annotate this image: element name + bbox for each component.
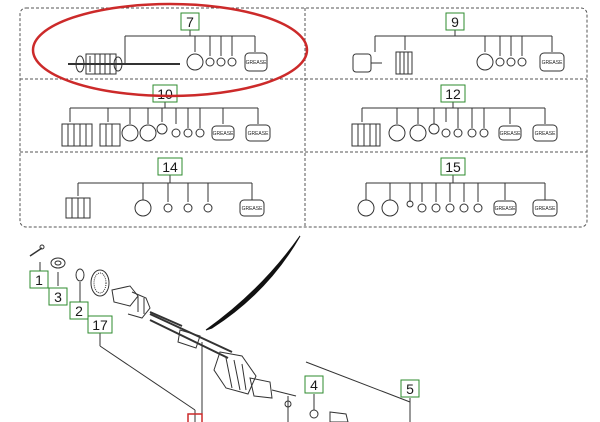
svg-text:17: 17 bbox=[92, 317, 108, 333]
svg-text:GREASE: GREASE bbox=[242, 206, 264, 212]
callout-15: 15 bbox=[440, 157, 466, 176]
svg-text:GREASE: GREASE bbox=[213, 131, 235, 137]
svg-text:15: 15 bbox=[445, 159, 461, 175]
svg-text:GREASE: GREASE bbox=[542, 60, 564, 66]
callout-2: 2 bbox=[69, 301, 89, 320]
svg-text:GREASE: GREASE bbox=[246, 60, 268, 66]
callout-14: 14 bbox=[157, 157, 183, 176]
svg-text:9: 9 bbox=[451, 14, 459, 30]
svg-text:GREASE: GREASE bbox=[248, 131, 270, 137]
svg-text:7: 7 bbox=[186, 14, 194, 30]
washer-icon bbox=[75, 268, 85, 282]
callout-3: 3 bbox=[48, 287, 68, 306]
callout-1: 1 bbox=[29, 270, 49, 289]
svg-text:GREASE: GREASE bbox=[495, 206, 517, 212]
boot-icon bbox=[61, 123, 93, 147]
joint-housing-icon bbox=[352, 53, 372, 73]
svg-text:4: 4 bbox=[310, 377, 318, 393]
svg-text:12: 12 bbox=[445, 86, 461, 102]
callout-5: 5 bbox=[400, 379, 420, 398]
abs-ring-icon bbox=[90, 269, 110, 297]
svg-text:1: 1 bbox=[35, 272, 43, 288]
drive-shaft-icon bbox=[68, 53, 180, 75]
shaft-assembly bbox=[29, 244, 411, 422]
outer-cv-joint-icon bbox=[111, 285, 183, 327]
inner-boot-icon bbox=[177, 329, 257, 395]
kit-panel-14: GREASE bbox=[65, 175, 265, 219]
grease-pack-icon: GREASE bbox=[539, 52, 565, 72]
svg-text:GREASE: GREASE bbox=[535, 131, 557, 137]
seal-ring-icon bbox=[186, 53, 204, 71]
callout-7: 7 bbox=[180, 12, 200, 31]
kit-panel-15: GREASE GREASE bbox=[357, 175, 558, 217]
highlight-callout-partial bbox=[187, 413, 203, 422]
svg-text:2: 2 bbox=[75, 303, 83, 319]
pointer-arrow bbox=[205, 235, 301, 331]
svg-text:10: 10 bbox=[157, 86, 173, 102]
assembly-callouts: 1 3 2 17 4 5 bbox=[29, 270, 420, 398]
kit-panel-12: GREASE GREASE bbox=[351, 102, 558, 147]
callout-12: 12 bbox=[440, 84, 466, 103]
callout-9: 9 bbox=[445, 12, 465, 31]
kit-panel-7: GREASE bbox=[68, 30, 268, 75]
svg-text:14: 14 bbox=[162, 159, 178, 175]
svg-text:5: 5 bbox=[406, 381, 414, 397]
cotter-pin-icon bbox=[29, 247, 43, 257]
svg-text:3: 3 bbox=[54, 289, 62, 305]
grease-pack-icon: GREASE bbox=[244, 52, 268, 72]
kit-panel-10: GREASE GREASE bbox=[61, 102, 271, 147]
svg-text:GREASE: GREASE bbox=[535, 206, 557, 212]
callout-10: 10 bbox=[152, 84, 178, 103]
callout-17: 17 bbox=[87, 315, 113, 334]
callout-4: 4 bbox=[304, 375, 324, 394]
hub-nut-icon bbox=[50, 257, 66, 269]
highlight-ellipse bbox=[31, 2, 309, 98]
kit-panel-9: GREASE bbox=[352, 30, 565, 75]
svg-text:GREASE: GREASE bbox=[500, 131, 522, 137]
kit-callouts: 7 9 10 12 14 15 bbox=[152, 12, 466, 176]
inner-joint-icon bbox=[249, 377, 297, 399]
boot-icon bbox=[395, 51, 413, 75]
